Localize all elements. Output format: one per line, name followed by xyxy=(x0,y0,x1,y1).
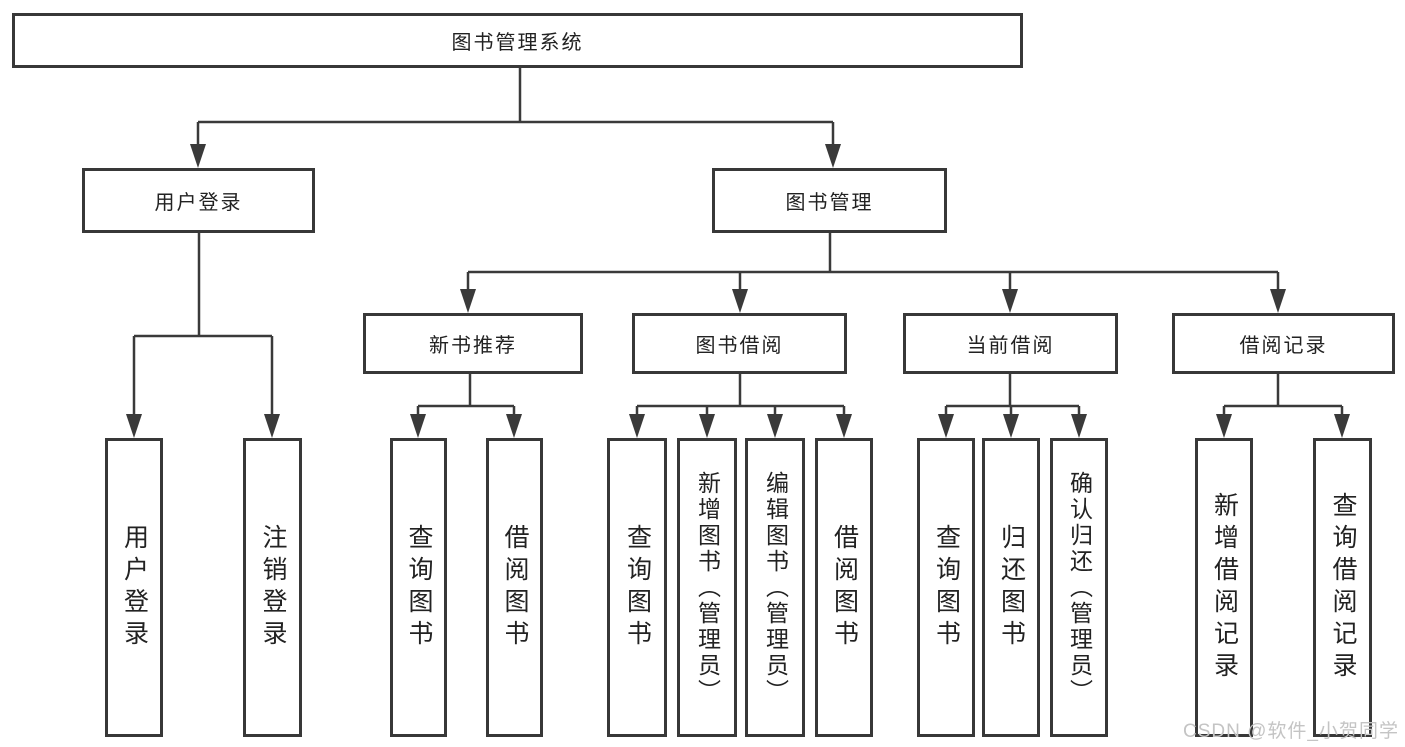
leaf-records-add-record-label: 新增借阅记录 xyxy=(1210,491,1239,684)
leaf-borrowing-borrow-books-label: 借阅图书 xyxy=(830,523,859,652)
node-book-management-label: 图书管理 xyxy=(785,192,874,214)
leaf-borrowing-add-books-admin-label: 新增图书（管理员） xyxy=(694,470,721,705)
arrowhead-icons xyxy=(126,144,1350,438)
leaf-borrowing-edit-books-admin-label: 编辑图书（管理员） xyxy=(762,470,789,705)
node-book-management: 图书管理 xyxy=(712,168,947,233)
node-new-book-recommend-label: 新书推荐 xyxy=(429,335,517,357)
node-user-login: 用户登录 xyxy=(82,168,315,233)
leaf-current-query-books-label: 查询图书 xyxy=(932,523,961,652)
leaf-records-query-record-label: 查询借阅记录 xyxy=(1329,491,1357,684)
leaf-current-query-books: 查询图书 xyxy=(917,438,975,737)
leaf-newbook-query-books-label: 查询图书 xyxy=(405,523,433,652)
leaf-newbook-borrow-books-label: 借阅图书 xyxy=(501,523,529,652)
leaf-user-login-label: 用户登录 xyxy=(120,523,149,652)
leaf-newbook-query-books: 查询图书 xyxy=(390,438,447,737)
node-root-label: 图书管理系统 xyxy=(451,32,584,54)
csdn-watermark: CSDN @软件_小贺同学 xyxy=(1183,721,1399,742)
leaf-current-confirm-return-admin-label: 确认归还（管理员） xyxy=(1066,470,1093,705)
node-book-borrowing-label: 图书借阅 xyxy=(695,335,784,357)
leaf-borrowing-add-books-admin: 新增图书（管理员） xyxy=(677,438,737,737)
leaf-records-query-record: 查询借阅记录 xyxy=(1313,438,1372,737)
leaf-logout: 注销登录 xyxy=(243,438,302,737)
leaf-current-return-books-label: 归还图书 xyxy=(997,523,1026,652)
node-root: 图书管理系统 xyxy=(12,13,1023,68)
leaf-borrowing-query-books: 查询图书 xyxy=(607,438,667,737)
node-new-book-recommend: 新书推荐 xyxy=(363,313,583,374)
leaf-borrowing-borrow-books: 借阅图书 xyxy=(815,438,873,737)
leaf-borrowing-edit-books-admin: 编辑图书（管理员） xyxy=(745,438,805,737)
leaf-records-add-record: 新增借阅记录 xyxy=(1195,438,1253,737)
leaf-logout-label: 注销登录 xyxy=(259,523,287,652)
node-current-borrowing: 当前借阅 xyxy=(903,313,1118,374)
node-current-borrowing-label: 当前借阅 xyxy=(966,335,1055,357)
leaf-newbook-borrow-books: 借阅图书 xyxy=(486,438,543,737)
node-book-borrowing: 图书借阅 xyxy=(632,313,847,374)
leaf-current-confirm-return-admin: 确认归还（管理员） xyxy=(1050,438,1108,737)
leaf-borrowing-query-books-label: 查询图书 xyxy=(623,523,652,652)
node-borrow-records-label: 借阅记录 xyxy=(1239,335,1328,357)
leaf-current-return-books: 归还图书 xyxy=(982,438,1040,737)
node-user-login-label: 用户登录 xyxy=(154,192,243,214)
node-borrow-records: 借阅记录 xyxy=(1172,313,1395,374)
leaf-user-login: 用户登录 xyxy=(105,438,163,737)
